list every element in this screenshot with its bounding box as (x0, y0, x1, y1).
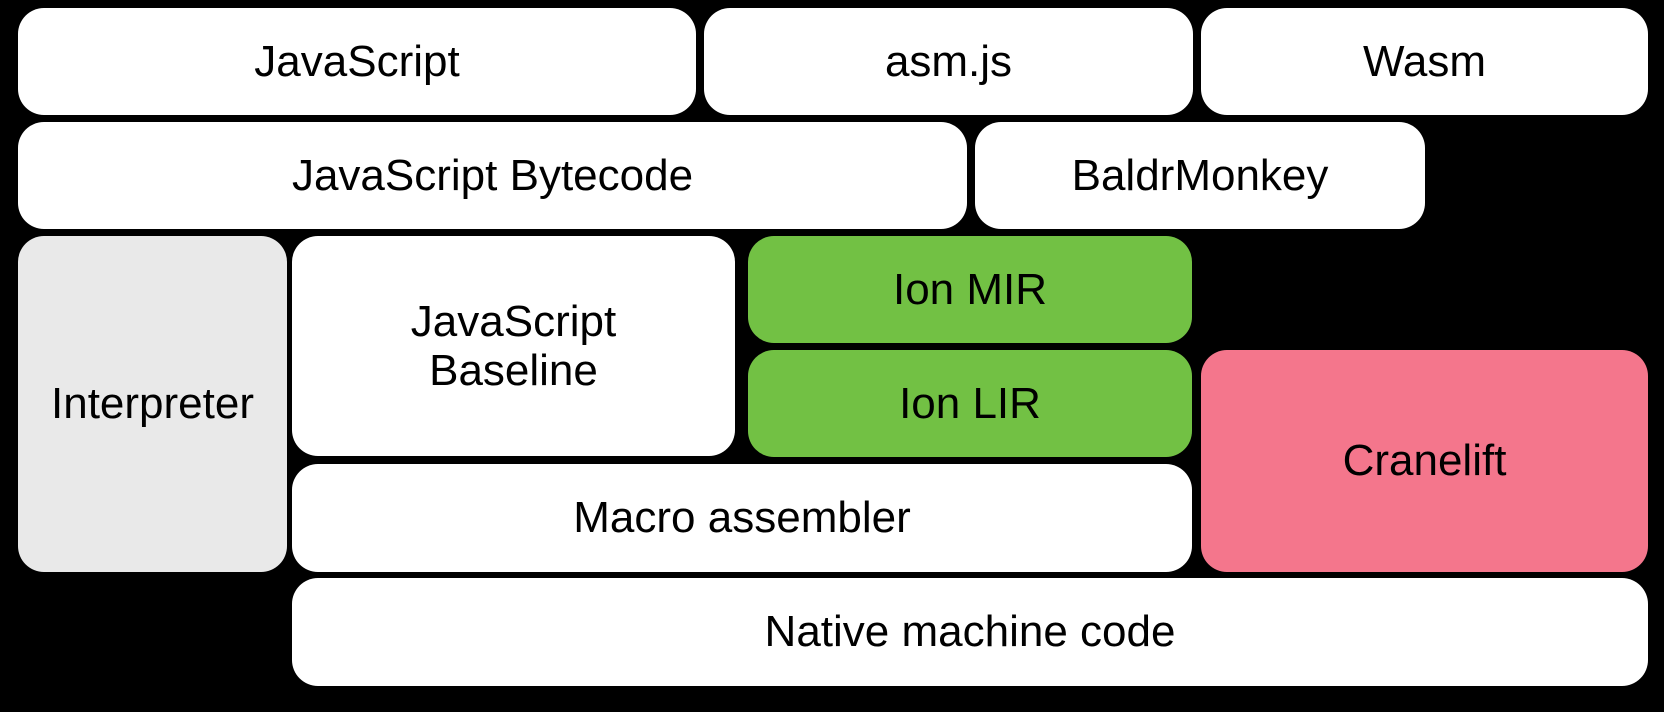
node-wasm[interactable]: Wasm (1201, 8, 1648, 115)
node-javascript-bytecode[interactable]: JavaScript Bytecode (18, 122, 967, 229)
node-ion-mir[interactable]: Ion MIR (748, 236, 1192, 343)
node-javascript[interactable]: JavaScript (18, 8, 696, 115)
node-asmjs[interactable]: asm.js (704, 8, 1193, 115)
node-baldrmonkey[interactable]: BaldrMonkey (975, 122, 1425, 229)
node-javascript-baseline[interactable]: JavaScript Baseline (292, 236, 735, 456)
node-macro-assembler[interactable]: Macro assembler (292, 464, 1192, 572)
node-ion-lir[interactable]: Ion LIR (748, 350, 1192, 457)
node-cranelift[interactable]: Cranelift (1201, 350, 1648, 572)
node-native-machine-code[interactable]: Native machine code (292, 578, 1648, 686)
node-interpreter[interactable]: Interpreter (18, 236, 287, 572)
